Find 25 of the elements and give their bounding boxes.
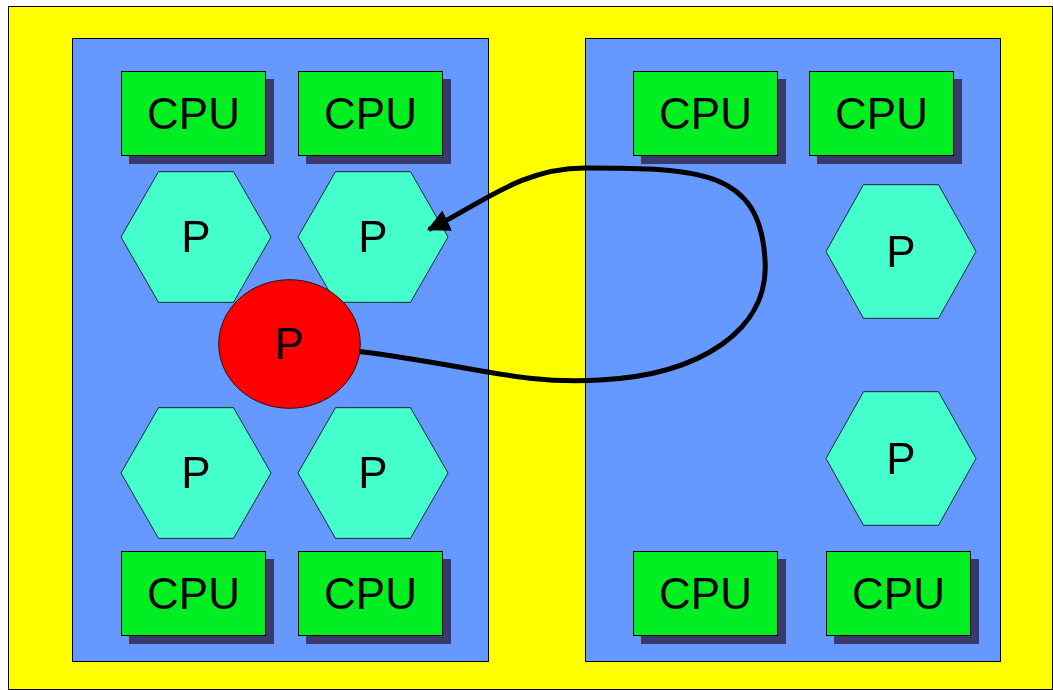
process-label: P: [886, 229, 916, 274]
node-panel: [72, 38, 489, 662]
cpu-label: CPU: [324, 571, 417, 616]
process-label: P: [886, 436, 916, 481]
process-hexagon: [121, 171, 271, 303]
process-hexagon: [826, 391, 976, 526]
process-hexagon: [298, 407, 448, 539]
cpu-label: CPU: [147, 91, 240, 136]
process-hexagon: [298, 171, 448, 303]
process-label: P: [358, 451, 388, 495]
process-hexagon: [826, 184, 976, 319]
cpu-label: CPU: [324, 91, 417, 136]
active-process-circle: [218, 279, 361, 409]
process-label: P: [358, 215, 388, 259]
migration-arrow: [359, 165, 768, 384]
cpu-label: CPU: [147, 571, 240, 616]
process-label: P: [181, 215, 211, 259]
process-label: P: [181, 451, 211, 495]
cpu-label: CPU: [835, 91, 928, 136]
node-panel: [585, 38, 1001, 662]
process-hexagon: [121, 407, 271, 539]
cpu-label: CPU: [659, 91, 752, 136]
cpu-label: CPU: [852, 571, 945, 616]
process-label: P: [274, 322, 305, 366]
cpu-label: CPU: [659, 571, 752, 616]
